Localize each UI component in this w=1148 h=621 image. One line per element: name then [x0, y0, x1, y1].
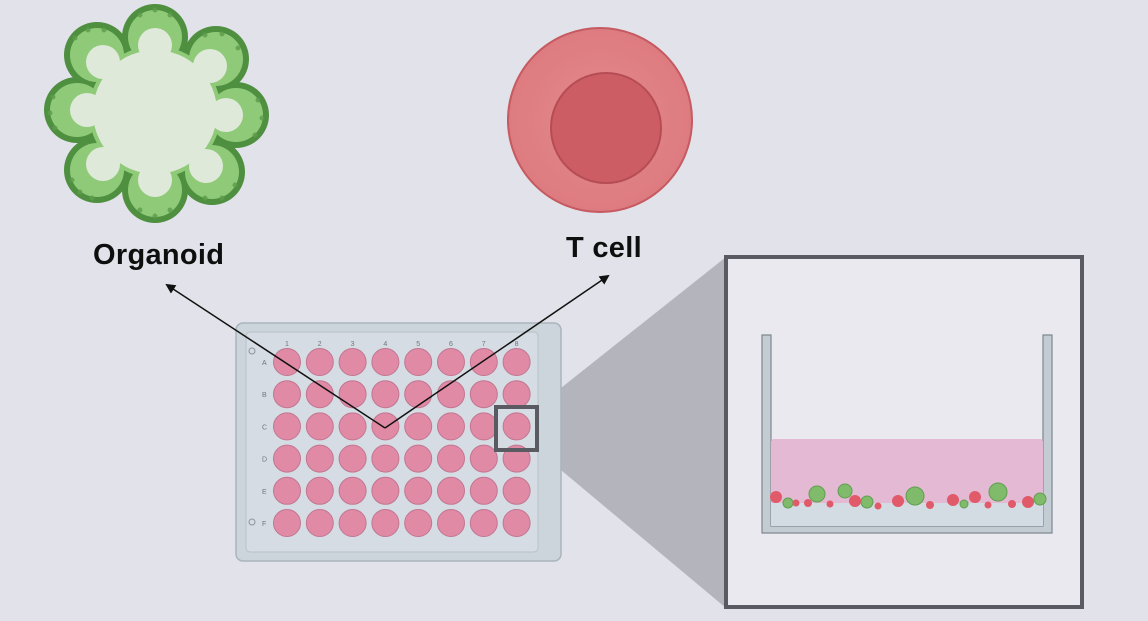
- well-B5: [404, 380, 433, 409]
- arrow-to-organoid: [165, 283, 386, 429]
- well-A7: [469, 348, 498, 376]
- well-A5: [404, 348, 433, 376]
- well-B8: [502, 380, 531, 409]
- organoid-label: Organoid: [93, 239, 225, 271]
- well-E8: [502, 476, 531, 505]
- well-F8: [502, 509, 531, 537]
- cell-cluster: [770, 482, 1047, 510]
- well-D3: [338, 444, 367, 473]
- well-D7: [469, 444, 498, 473]
- well-C1: [273, 412, 301, 441]
- well-D1: [273, 444, 301, 473]
- well-B1: [273, 380, 301, 409]
- row-label-F: F: [262, 521, 266, 528]
- well-F5: [404, 509, 433, 537]
- well-E4: [371, 476, 400, 505]
- t-cell-nucleus: [550, 72, 662, 184]
- highlighted-well-frame: [494, 405, 539, 452]
- well-F4: [371, 509, 400, 537]
- column-label-5: 5: [416, 341, 420, 348]
- organoid-illustration: [44, 4, 269, 223]
- well-A2: [305, 348, 334, 376]
- row-label-D: D: [262, 457, 267, 464]
- well-E1: [273, 476, 301, 505]
- well-bottom-layer: [771, 503, 1043, 526]
- zoom-box: [724, 255, 1084, 609]
- well-plate: 1 2 3 4 5 6 7 8 A B C D E F: [235, 322, 562, 562]
- well-B7: [469, 380, 498, 409]
- organoid-cell-dots: [47, 7, 265, 219]
- well-C7: [469, 412, 498, 441]
- plate-column-labels: 1 2 3 4 5 6 7 8: [285, 341, 519, 348]
- arrow-to-t-cell: [384, 274, 610, 429]
- well-E5: [404, 476, 433, 505]
- well-D4: [371, 444, 400, 473]
- well-F3: [338, 509, 367, 537]
- row-label-C: C: [262, 424, 267, 431]
- plate-notch-bottom: [248, 518, 256, 526]
- zoom-projection: [537, 257, 726, 608]
- well-D6: [437, 444, 465, 473]
- t-cell-label: T cell: [566, 232, 642, 264]
- column-label-4: 4: [383, 341, 387, 348]
- well-C4: [371, 412, 400, 441]
- column-label-6: 6: [449, 341, 453, 348]
- row-label-A: A: [262, 360, 267, 367]
- well-F7: [469, 509, 498, 537]
- well-E3: [338, 476, 367, 505]
- plate-row-labels: A B C D E F: [262, 360, 267, 528]
- t-cell-illustration: [507, 27, 693, 213]
- well-D2: [305, 444, 334, 473]
- well-A8: [502, 348, 531, 376]
- column-label-1: 1: [285, 341, 289, 348]
- well-F1: [273, 509, 301, 537]
- well-C2: [305, 412, 334, 441]
- well-cross-section: [761, 334, 1053, 534]
- well-D5: [404, 444, 433, 473]
- well-A4: [371, 348, 400, 376]
- column-label-8: 8: [515, 341, 519, 348]
- well-F6: [437, 509, 465, 537]
- well-C8: [502, 412, 531, 441]
- well-A6: [437, 348, 465, 376]
- organoid-lumen: [70, 28, 243, 197]
- column-label-2: 2: [318, 341, 322, 348]
- plate-notch-top: [248, 347, 256, 355]
- well-A1: [273, 348, 301, 376]
- column-label-3: 3: [351, 341, 355, 348]
- well-F2: [305, 509, 334, 537]
- well-B4: [371, 380, 400, 409]
- row-label-E: E: [262, 489, 267, 496]
- well-C6: [437, 412, 465, 441]
- well-A3: [338, 348, 367, 376]
- well-E6: [437, 476, 465, 505]
- column-label-7: 7: [482, 341, 486, 348]
- well-B6: [437, 380, 465, 409]
- well-B3: [338, 380, 367, 409]
- well-E7: [469, 476, 498, 505]
- well-C5: [404, 412, 433, 441]
- row-label-B: B: [262, 392, 267, 399]
- well-C3: [338, 412, 367, 441]
- well-E2: [305, 476, 334, 505]
